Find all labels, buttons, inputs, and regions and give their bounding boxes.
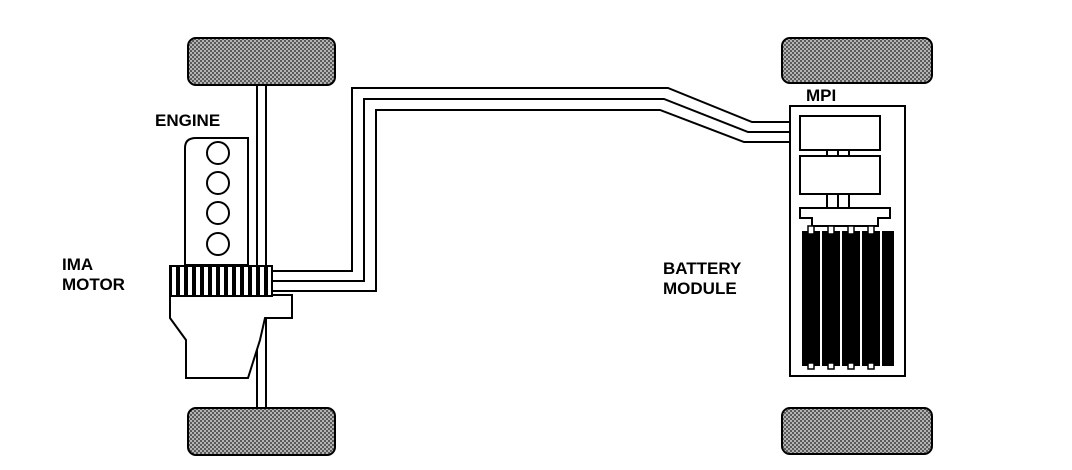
engine bbox=[184, 137, 249, 266]
battery-cell bbox=[842, 231, 860, 366]
engine-label: ENGINE bbox=[155, 111, 220, 130]
rear-left-wheel bbox=[187, 407, 336, 456]
power-cables bbox=[272, 87, 800, 292]
ima-motor bbox=[169, 265, 273, 297]
battery-cell bbox=[802, 231, 820, 366]
ima-motor-label-line1: IMA bbox=[62, 255, 93, 274]
battery-cell bbox=[822, 231, 840, 366]
transmission-housing bbox=[169, 294, 293, 379]
engine-cylinder bbox=[206, 171, 230, 195]
front-left-wheel bbox=[187, 37, 336, 86]
mpi-unit bbox=[799, 115, 881, 151]
battery-module-label-line2: MODULE bbox=[663, 279, 737, 298]
battery-cell bbox=[882, 231, 894, 366]
ima-motor-label-line2: MOTOR bbox=[62, 275, 125, 294]
battery-cell bbox=[862, 231, 880, 366]
engine-cylinder bbox=[206, 141, 230, 165]
engine-cylinder bbox=[206, 201, 230, 225]
battery-module bbox=[802, 225, 894, 370]
mpi-label: MPI bbox=[806, 86, 836, 105]
left-axle bbox=[256, 85, 267, 410]
rear-right-wheel bbox=[781, 407, 933, 455]
engine-cylinder bbox=[206, 232, 230, 256]
battery-module-label-line1: BATTERY bbox=[663, 259, 742, 278]
junction-box bbox=[799, 155, 881, 195]
front-right-wheel bbox=[781, 37, 933, 84]
